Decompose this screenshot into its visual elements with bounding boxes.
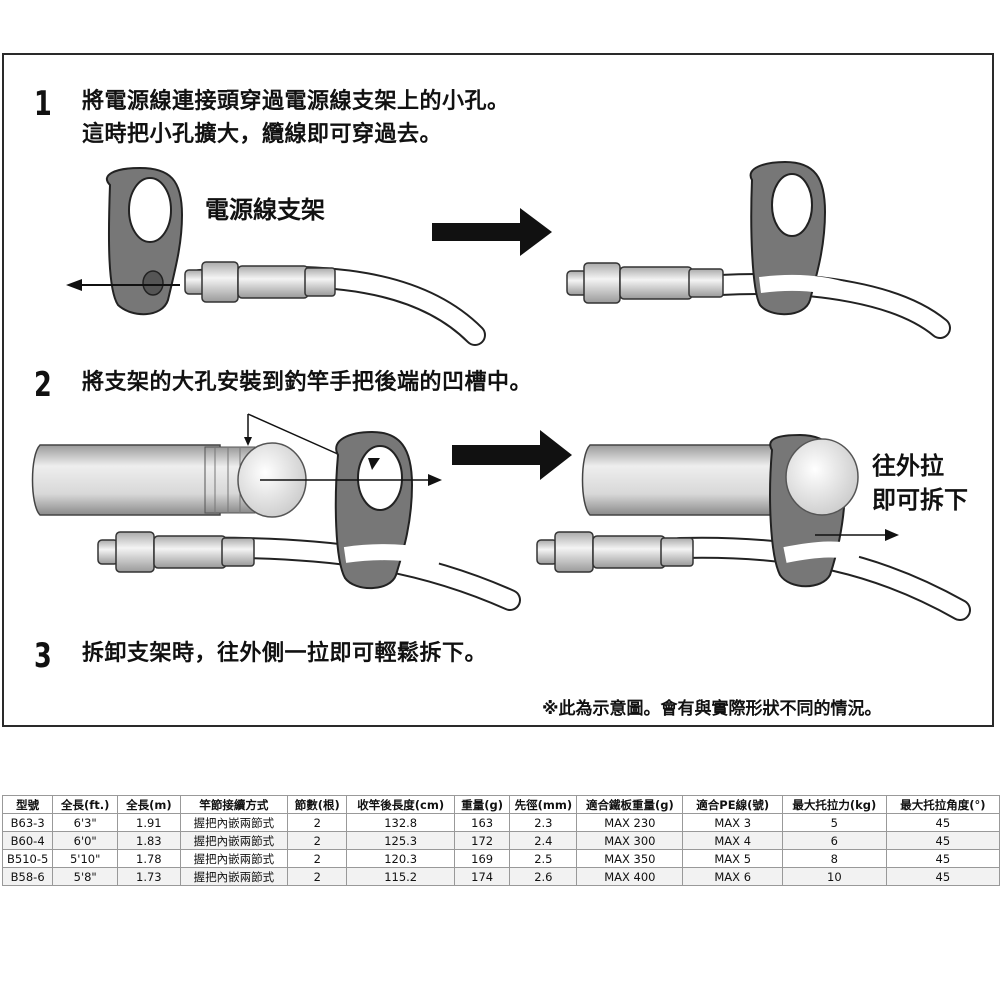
table-cell: 2.3 (509, 813, 578, 832)
table-cell: MAX 350 (576, 849, 684, 868)
table-cell: B510-5 (1, 849, 54, 868)
header-cell: 全長(ft.) (52, 795, 119, 814)
header-cell: 節數(根) (287, 795, 348, 814)
step2-right-illustration (536, 433, 971, 621)
table-cell: 45 (885, 849, 1000, 868)
table-cell: 握把內嵌兩節式 (179, 831, 289, 850)
table-cell: MAX 3 (682, 813, 783, 832)
step-3-text: 拆卸支架時，往外側一拉即可輕鬆拆下。 (82, 641, 488, 666)
table-cell: B60-4 (1, 831, 54, 850)
table-cell: 125.3 (346, 831, 455, 850)
table-cell: 1.78 (117, 849, 181, 868)
illustration-disclaimer: ※此為示意圖。會有與實際形狀不同的情況。 (542, 699, 882, 719)
table-cell: 172 (453, 831, 511, 850)
table-cell: 5'8" (52, 867, 119, 886)
header-cell: 最大托拉力(kg) (781, 795, 887, 814)
step1-right-illustration (566, 160, 951, 339)
header-cell: 全長(m) (117, 795, 181, 814)
step2-arrow-icon (452, 430, 572, 480)
table-cell: B58-6 (1, 867, 54, 886)
table-cell: 握把內嵌兩節式 (179, 813, 289, 832)
table-cell: 握把內嵌兩節式 (179, 849, 289, 868)
table-cell: 2 (287, 867, 348, 886)
step-1-number: 1 (34, 84, 52, 124)
table-cell: 2.4 (509, 831, 578, 850)
header-cell: 適合PE線(號) (682, 795, 783, 814)
table-cell: MAX 5 (682, 849, 783, 868)
table-cell: 5'10" (52, 849, 119, 868)
step-1-text-line1: 將電源線連接頭穿過電源線支架上的小孔。 (82, 89, 510, 114)
header-cell: 竿節接續方式 (179, 795, 289, 814)
table-cell: 2.5 (509, 849, 578, 868)
table-cell: 2 (287, 849, 348, 868)
table-cell: 6'0" (52, 831, 119, 850)
table-cell: 2 (287, 813, 348, 832)
instruction-panel (2, 53, 994, 727)
step-3-number: 3 (34, 636, 52, 676)
table-cell: 6 (781, 831, 887, 850)
table-row: B58-6 5'8" 1.73 握把內嵌兩節式 2 115.2 174 2.6 … (1, 867, 1000, 886)
table-cell: 163 (453, 813, 511, 832)
table-cell: 8 (781, 849, 887, 868)
table-cell: 132.8 (346, 813, 455, 832)
header-cell: 型號 (1, 795, 54, 814)
step1-left-illustration (66, 166, 486, 346)
pull-out-label-line2: 即可拆下 (872, 486, 968, 514)
table-cell: 169 (453, 849, 511, 868)
table-cell: MAX 400 (576, 867, 684, 886)
table-cell: 5 (781, 813, 887, 832)
header-cell: 先徑(mm) (509, 795, 578, 814)
table-cell: 6'3" (52, 813, 119, 832)
table-cell: 45 (885, 813, 1000, 832)
bracket-label: 電源線支架 (205, 196, 325, 224)
step-1-text-line2: 這時把小孔擴大，纜線即可穿過去。 (82, 122, 443, 147)
table-cell: 45 (885, 831, 1000, 850)
table-cell: MAX 300 (576, 831, 684, 850)
table-cell: MAX 6 (682, 867, 783, 886)
table-cell: 1.91 (117, 813, 181, 832)
header-cell: 最大托拉角度(°) (885, 795, 1000, 814)
table-cell: 1.73 (117, 867, 181, 886)
table-cell: 174 (453, 867, 511, 886)
table-cell: 45 (885, 867, 1000, 886)
header-cell: 重量(g) (453, 795, 511, 814)
step2-left-illustration (31, 413, 521, 611)
table-cell: 115.2 (346, 867, 455, 886)
header-cell: 收竿後長度(cm) (346, 795, 455, 814)
table-row: B63-3 6'3" 1.91 握把內嵌兩節式 2 132.8 163 2.3 … (1, 813, 1000, 832)
table-cell: 120.3 (346, 849, 455, 868)
table-row: B60-4 6'0" 1.83 握把內嵌兩節式 2 125.3 172 2.4 … (1, 831, 1000, 850)
table-cell: 1.83 (117, 831, 181, 850)
table-cell: 10 (781, 867, 887, 886)
spec-table: 型號 全長(ft.) 全長(m) 竿節接續方式 節數(根) 收竿後長度(cm) … (1, 795, 1000, 886)
step-2-text: 將支架的大孔安裝到釣竿手把後端的凹槽中。 (82, 370, 533, 395)
table-cell: 握把內嵌兩節式 (179, 867, 289, 886)
table-cell: MAX 4 (682, 831, 783, 850)
table-cell: MAX 230 (576, 813, 684, 832)
table-row: B510-5 5'10" 1.78 握把內嵌兩節式 2 120.3 169 2.… (1, 849, 1000, 868)
spec-table-header-row: 型號 全長(ft.) 全長(m) 竿節接續方式 節數(根) 收竿後長度(cm) … (1, 795, 1000, 814)
table-cell: B63-3 (1, 813, 54, 832)
header-cell: 適合鐵板重量(g) (576, 795, 684, 814)
table-cell: 2 (287, 831, 348, 850)
step-2-number: 2 (34, 365, 52, 405)
table-cell: 2.6 (509, 867, 578, 886)
step1-arrow-icon (432, 208, 552, 256)
pull-out-label-line1: 往外拉 (872, 452, 944, 480)
